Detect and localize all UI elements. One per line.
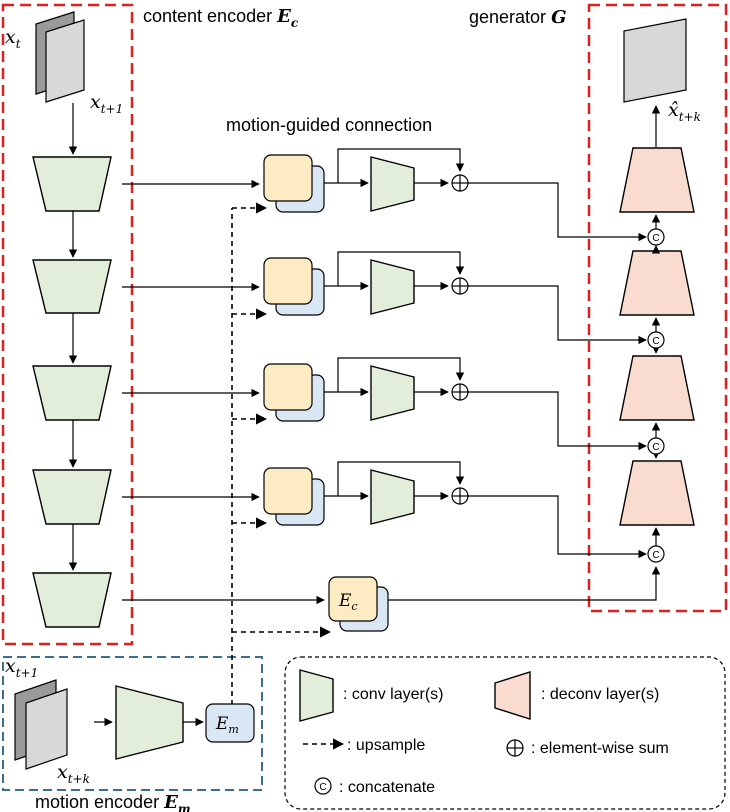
bypass-line	[337, 251, 465, 286]
ec-block-front	[328, 576, 378, 622]
feature-block-front	[263, 154, 313, 202]
connect-line	[468, 391, 647, 451]
svg-text:C: C	[652, 442, 659, 453]
motion-conv-3	[370, 365, 415, 421]
legend-box	[284, 656, 726, 810]
sum-op-4	[451, 487, 469, 505]
encoder-conv-5	[32, 572, 112, 628]
motion-encoder-title: motion encoder Em	[35, 792, 191, 812]
generator-deconv-2	[619, 250, 695, 316]
me-conv	[115, 685, 184, 760]
bypass-line	[337, 357, 465, 392]
svg-text:C: C	[652, 233, 659, 244]
me-frame-front	[25, 688, 68, 770]
legend-sum-icon	[506, 739, 524, 757]
connect-line	[468, 495, 647, 559]
generator-deconv-3	[619, 355, 695, 421]
me-label-x-tk: xt+k	[57, 761, 90, 786]
label-x-t: xt	[5, 26, 21, 51]
generator-deconv-4	[619, 460, 695, 526]
legend-deconv-label: : deconv layer(s)	[541, 686, 659, 703]
encoder-conv-4	[32, 469, 112, 525]
feature-block-front	[263, 467, 313, 515]
em-block	[205, 703, 255, 743]
encoder-conv-2	[32, 259, 112, 314]
generator-deconv-1	[619, 147, 695, 213]
ec-block-label: Ec	[338, 591, 358, 613]
generator-title: generator G	[469, 7, 566, 28]
concat-op-3: C	[647, 437, 665, 455]
bypass-line	[337, 148, 465, 183]
connect-line	[468, 285, 647, 345]
concat-op-4: C	[647, 545, 665, 563]
motion-conv-2	[370, 259, 415, 315]
svg-text:C: C	[319, 782, 326, 793]
motion-guided-title: motion-guided connection	[226, 115, 432, 135]
connect-line	[388, 566, 661, 601]
legend-concat-label: : concatenate	[339, 779, 435, 796]
concat-op-2: C	[647, 331, 665, 349]
connect-line	[468, 182, 647, 242]
feature-block-front	[263, 257, 313, 305]
encoder-conv-3	[32, 365, 112, 421]
generator-box	[587, 3, 728, 613]
legend-sum-label: : element-wise sum	[531, 740, 669, 757]
em-block-label: Em	[215, 714, 239, 736]
me-label-x-t1: xt+1	[5, 655, 38, 680]
motion-encoder-box	[2, 656, 263, 791]
bypass-line	[337, 461, 465, 496]
legend-upsample-label: : upsample	[347, 737, 425, 754]
legend-conv-icon	[299, 669, 334, 722]
concat-op-1: C	[647, 228, 665, 246]
sum-op-2	[451, 277, 469, 295]
legend-conv-label: : conv layer(s)	[343, 686, 443, 703]
output-frame	[623, 18, 687, 103]
content-encoder-box	[1, 3, 134, 646]
motion-conv-4	[370, 469, 415, 525]
content-encoder-title: content encoder Ec	[143, 6, 299, 30]
label-x-t1: xt+1	[90, 91, 123, 116]
encoder-conv-1	[32, 156, 112, 212]
motion-conv-1	[370, 156, 415, 212]
legend-deconv-icon	[494, 671, 531, 720]
svg-text:C: C	[652, 336, 659, 347]
legend-concat-icon: C	[314, 777, 332, 795]
input-frame-front	[45, 19, 85, 103]
sum-op-3	[451, 383, 469, 401]
svg-text:C: C	[652, 550, 659, 561]
sum-op-1	[451, 174, 469, 192]
label-x-hat: x̂t+k	[668, 99, 701, 124]
feature-block-front	[263, 363, 313, 411]
